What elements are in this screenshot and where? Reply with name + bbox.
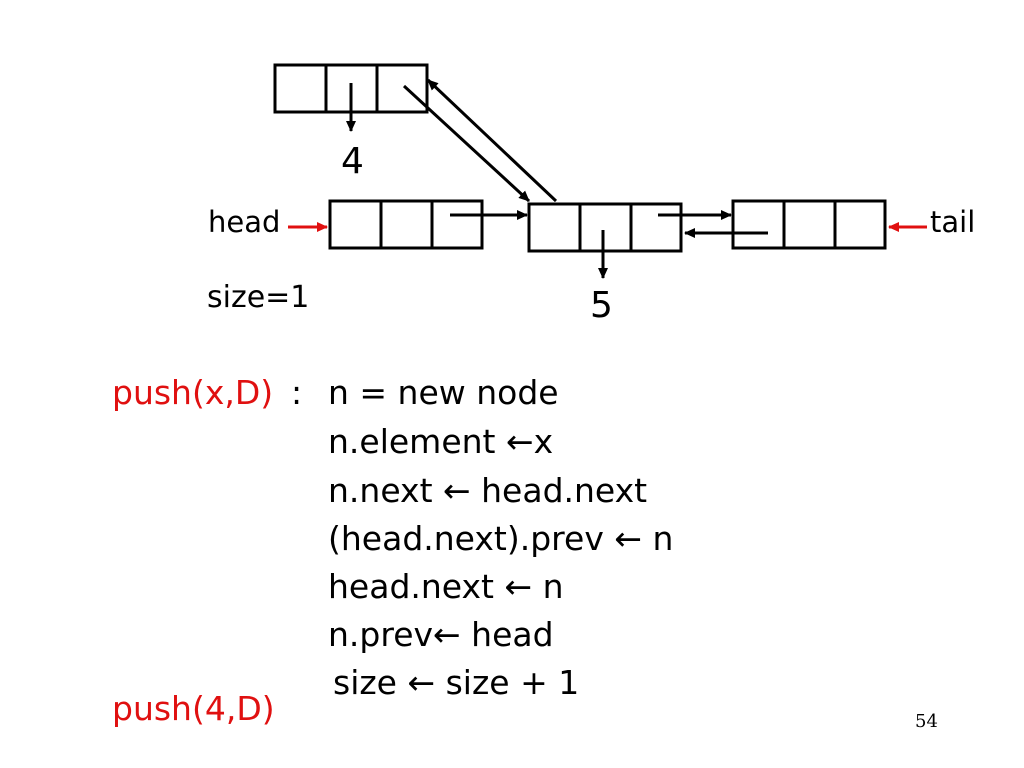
value-existing-label: 5	[590, 285, 613, 326]
code-line: n.next ← head.next	[328, 471, 648, 510]
size-label: size=1	[207, 280, 310, 315]
node-middle	[527, 202, 683, 253]
code-line: n = new node	[328, 373, 559, 412]
arrow-new-next	[402, 84, 531, 203]
code-line: n.prev← head	[328, 615, 554, 654]
head-label: head	[208, 205, 281, 239]
code-line: n.element ←x	[328, 422, 554, 461]
page-number: 54	[915, 711, 938, 732]
node-head	[328, 199, 484, 250]
code-colon: :	[291, 373, 303, 412]
value-new-label: 4	[341, 141, 364, 182]
tail-label: tail	[930, 205, 976, 239]
code-call: push(4,D)	[112, 689, 275, 728]
code-line: head.next ← n	[328, 567, 564, 606]
code-line: size ← size + 1	[333, 663, 580, 702]
node-tail	[731, 199, 887, 250]
arrow-middle-prev	[426, 78, 558, 203]
code-line: (head.next).prev ← n	[328, 519, 674, 558]
code-header: push(x,D)	[112, 373, 274, 412]
